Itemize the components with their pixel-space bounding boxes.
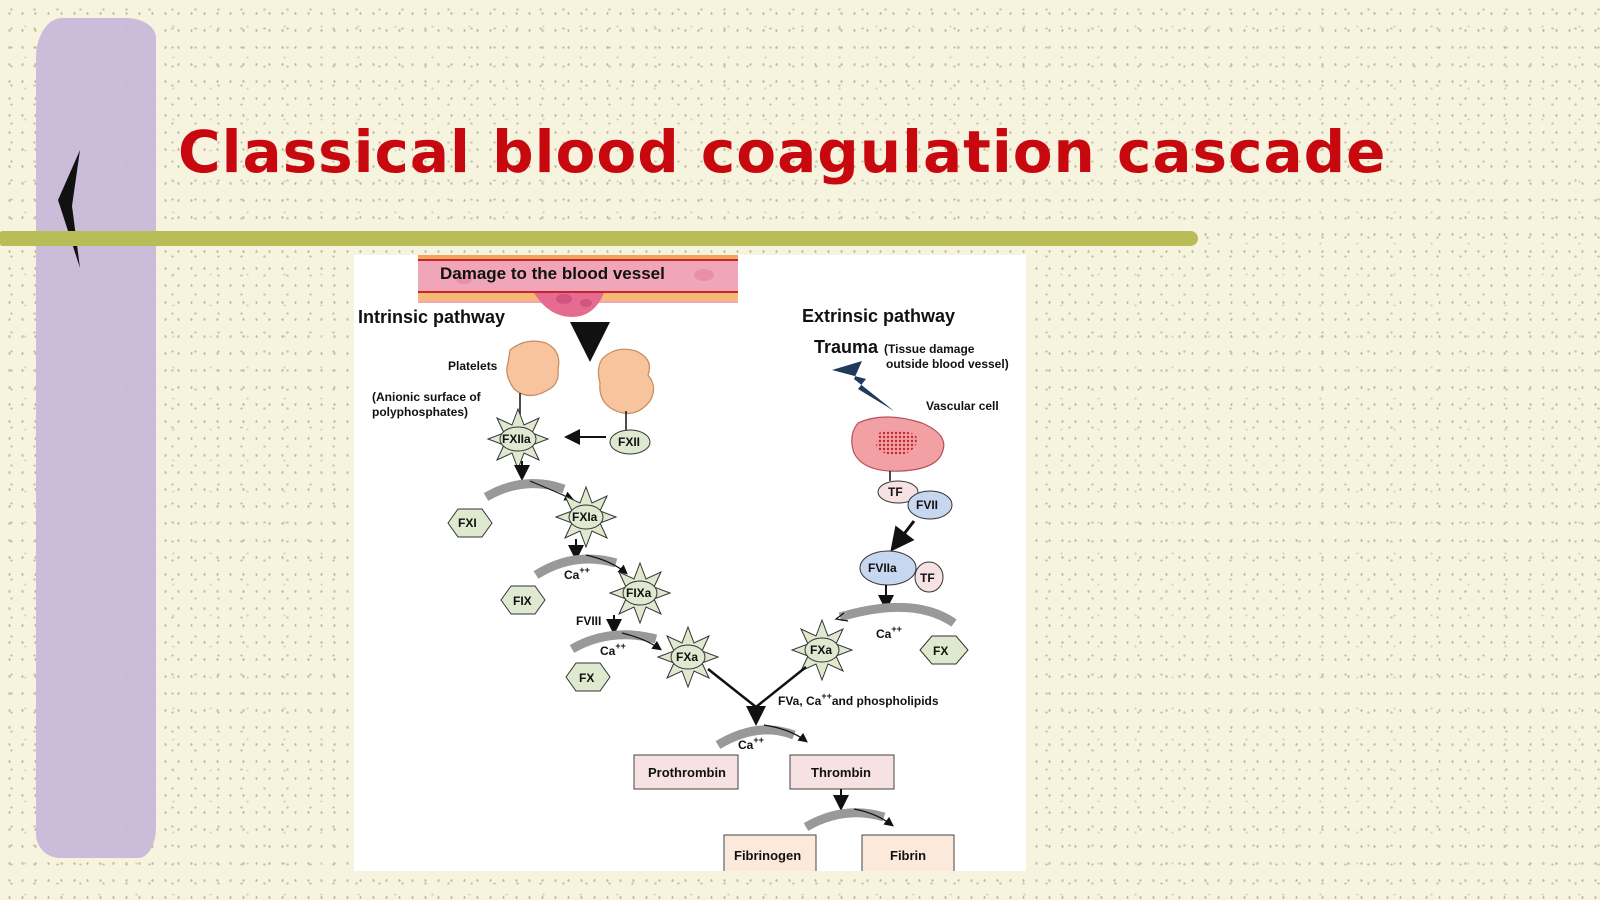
tf-bottom-label: TF bbox=[920, 571, 935, 585]
fxia-label: FXIa bbox=[572, 510, 598, 524]
fix-label: FIX bbox=[513, 594, 532, 608]
tf-top-label: TF bbox=[888, 485, 903, 499]
thrombin-box bbox=[789, 754, 895, 790]
fix-hexagon bbox=[500, 585, 546, 615]
trauma-note-line2: outside blood vessel) bbox=[886, 357, 1009, 371]
fva-cofactor-label: FVa, Ca++and phospholipids bbox=[778, 691, 939, 708]
fviii-label: FVIII bbox=[576, 614, 601, 628]
thrombin-label: Thrombin bbox=[811, 765, 871, 780]
prothrombin-label: Prothrombin bbox=[648, 765, 726, 780]
ca-label-2: Ca++ bbox=[600, 641, 626, 658]
extrinsic-pathway-label: Extrinsic pathway bbox=[802, 306, 955, 326]
left-chevron-icon[interactable] bbox=[52, 150, 92, 270]
cascade-svg: Damage to the blood vessel Intrinsic pat… bbox=[358, 253, 1009, 878]
fvii-node bbox=[907, 490, 953, 520]
fxi-hexagon bbox=[447, 508, 493, 538]
platelets-label: Platelets bbox=[448, 359, 498, 373]
fx-left-hexagon bbox=[565, 662, 611, 692]
fixa-star bbox=[608, 561, 672, 625]
fibrin-label: Fibrin bbox=[890, 848, 926, 863]
vascular-cell bbox=[851, 416, 945, 481]
slide-title: Classical blood coagulation cascade bbox=[178, 118, 1387, 186]
anionic-surface-line2: polyphosphates) bbox=[372, 405, 468, 419]
platelet-left bbox=[506, 340, 560, 397]
vascular-cell-label: Vascular cell bbox=[926, 399, 999, 413]
ca-label-3: Ca++ bbox=[738, 735, 764, 752]
fxiia-label: FXIIa bbox=[502, 432, 531, 446]
fibrinogen-label: Fibrinogen bbox=[734, 848, 801, 863]
fx-right-label: FX bbox=[933, 644, 948, 658]
platelet-right bbox=[597, 348, 655, 414]
intrinsic-pathway-label: Intrinsic pathway bbox=[358, 307, 505, 327]
tf-receptor bbox=[877, 480, 919, 504]
trauma-label: Trauma bbox=[814, 337, 879, 357]
fxii-label: FXII bbox=[618, 435, 640, 449]
ca-label-1: Ca++ bbox=[564, 565, 590, 582]
fxa-right-star bbox=[790, 618, 854, 682]
fxii-node bbox=[609, 429, 651, 455]
fxa-left-label: FXa bbox=[676, 650, 698, 664]
fx-right-hexagon bbox=[919, 635, 969, 665]
prothrombin-box bbox=[633, 754, 739, 790]
fxi-label: FXI bbox=[458, 516, 477, 530]
fixa-label: FIXa bbox=[626, 586, 652, 600]
damaged-blood-vessel: Damage to the blood vessel bbox=[418, 253, 738, 317]
fviia-label: FVIIa bbox=[868, 561, 897, 575]
tf-bottom-node bbox=[914, 561, 944, 593]
fxa-left-star bbox=[656, 625, 720, 689]
trauma-lightning-icon bbox=[832, 361, 894, 411]
fxa-right-label: FXa bbox=[810, 643, 832, 657]
fxia-star bbox=[554, 485, 618, 549]
trauma-note-line1: (Tissue damage bbox=[884, 342, 975, 356]
vessel-label: Damage to the blood vessel bbox=[440, 264, 665, 283]
decorative-sidebar bbox=[36, 18, 156, 858]
coagulation-cascade-diagram: Damage to the blood vessel Intrinsic pat… bbox=[354, 253, 1026, 878]
fviia-node bbox=[859, 550, 917, 586]
fibrin-box bbox=[861, 834, 955, 878]
title-divider bbox=[0, 231, 1198, 246]
fxiia-star bbox=[486, 407, 550, 471]
fx-left-label: FX bbox=[579, 671, 594, 685]
fvii-label: FVII bbox=[916, 498, 938, 512]
fibrinogen-box bbox=[723, 834, 817, 878]
ca-label-right: Ca++ bbox=[876, 624, 902, 641]
anionic-surface-line1: (Anionic surface of bbox=[372, 390, 482, 404]
